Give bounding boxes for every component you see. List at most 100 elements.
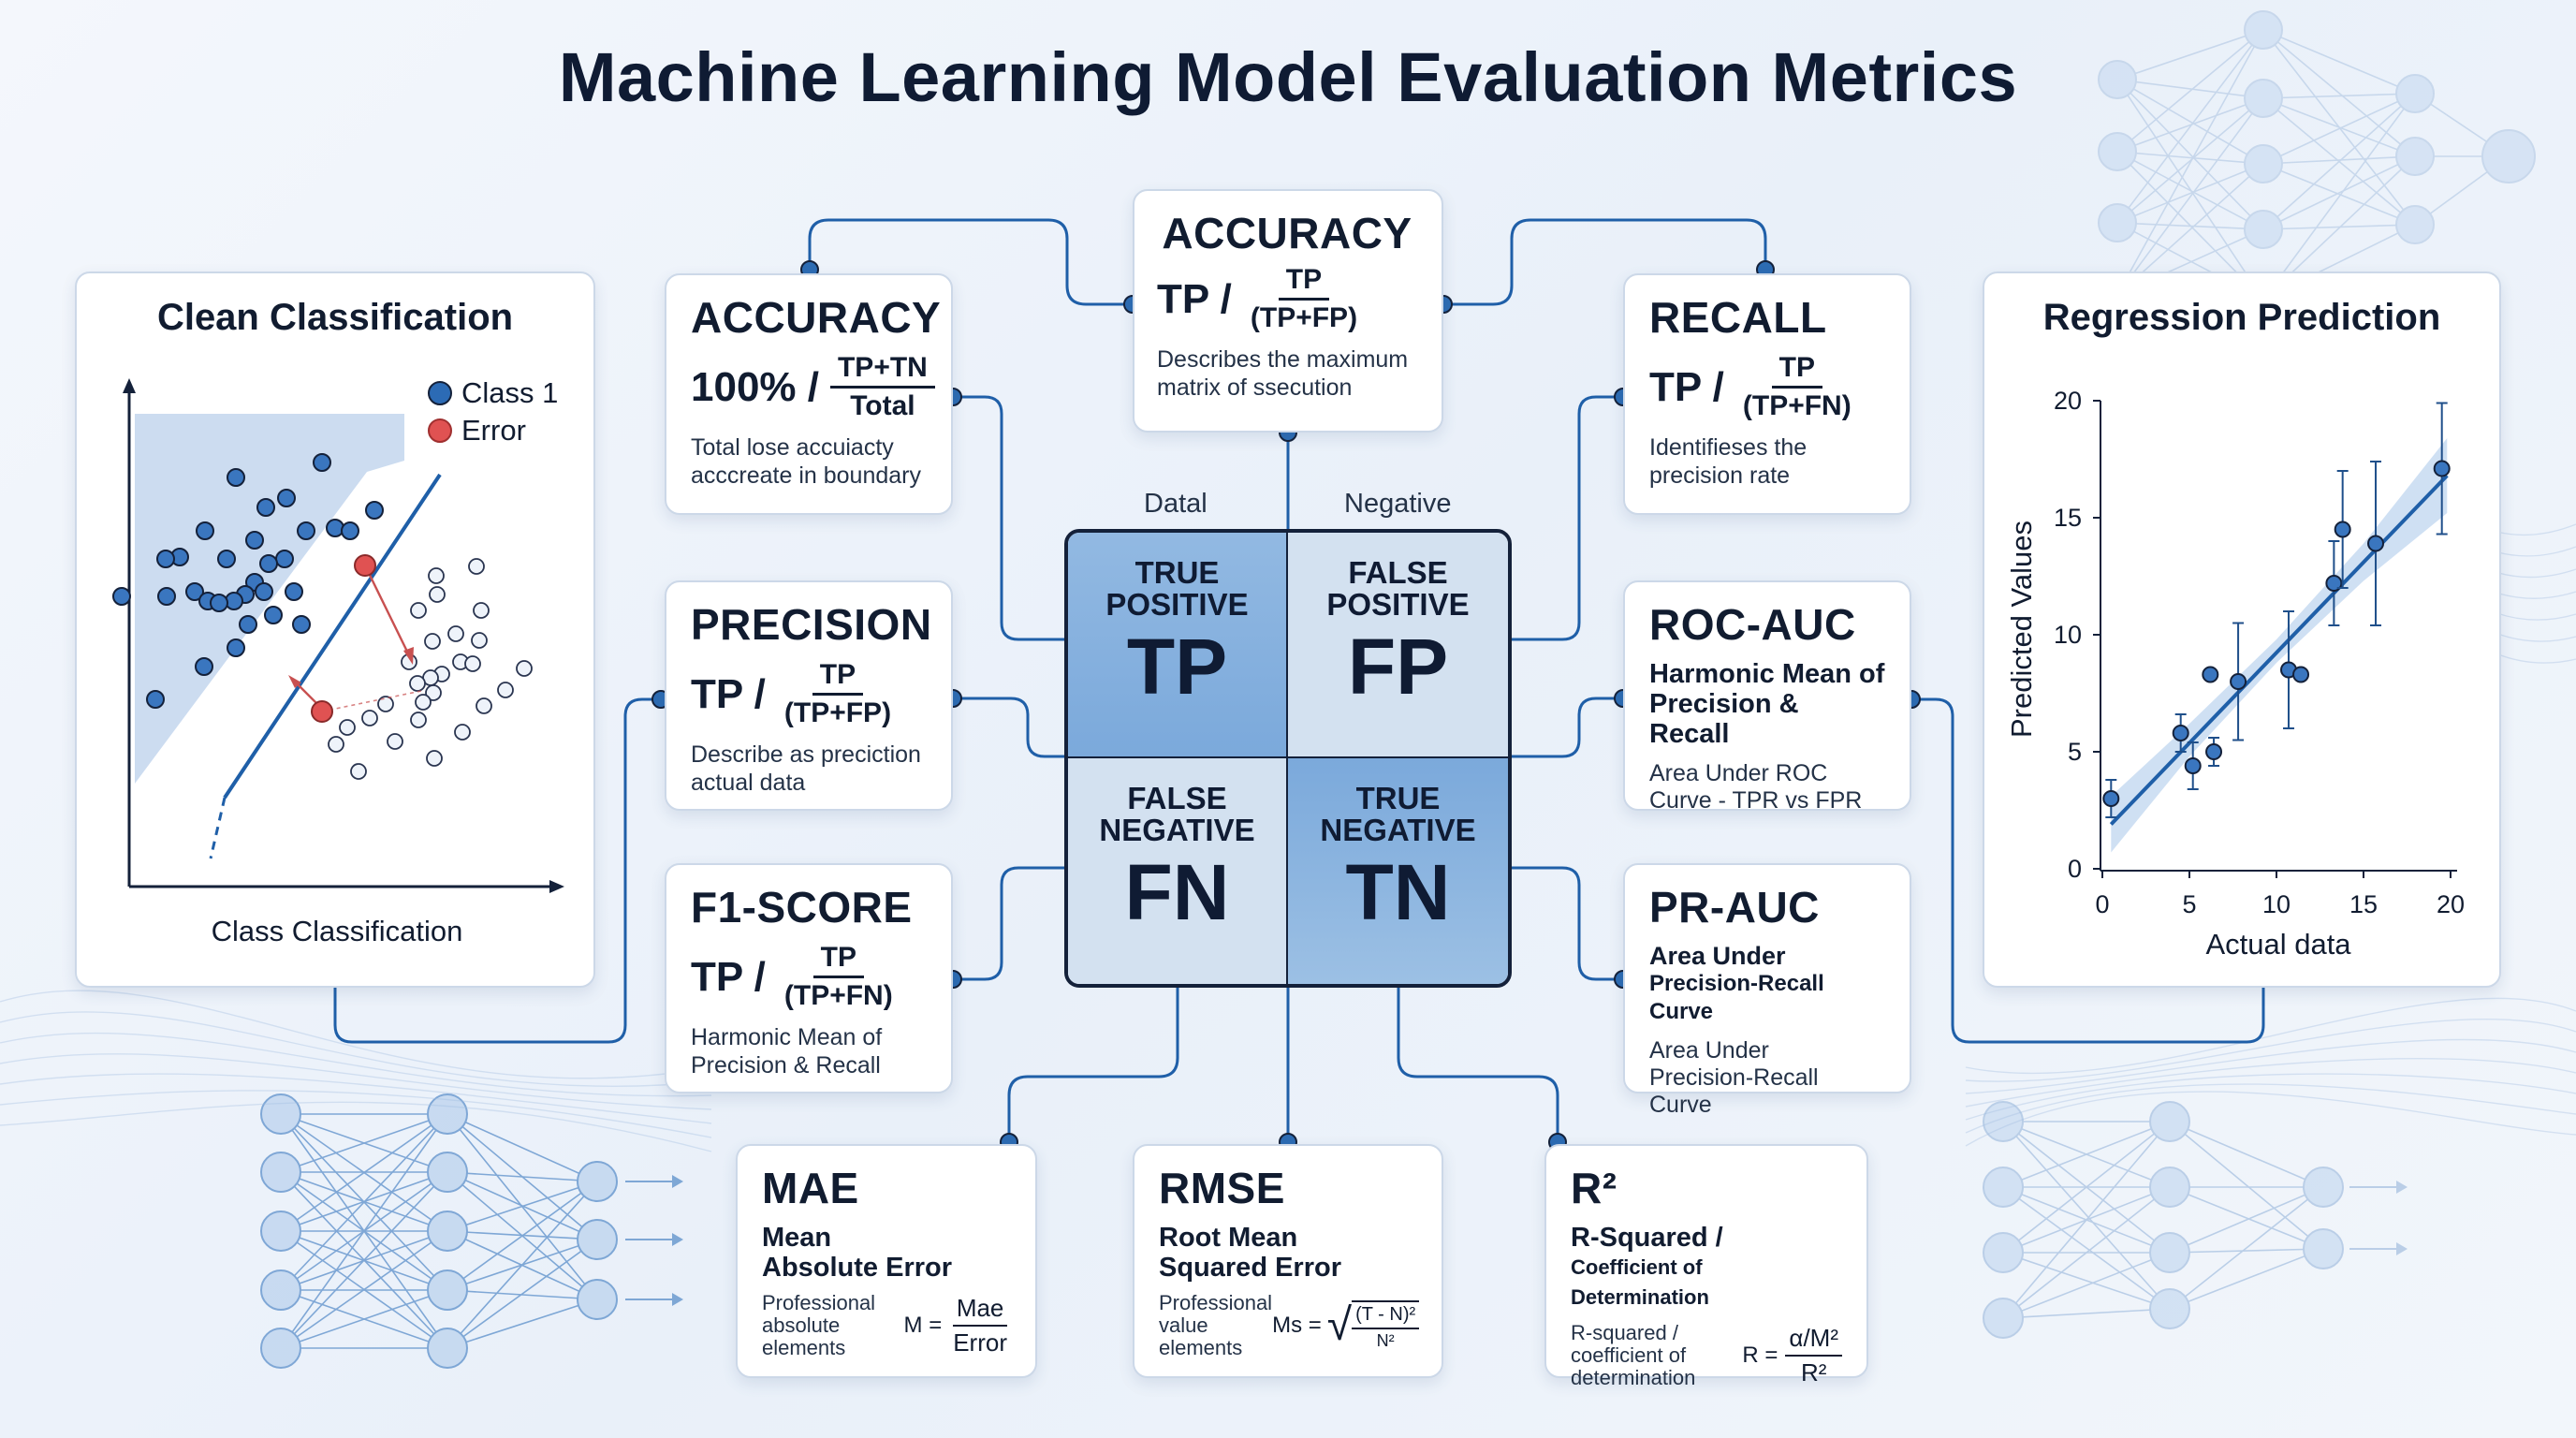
x-tick-label: 0 bbox=[2095, 890, 2109, 918]
f1-score-title: F1-SCORE bbox=[691, 883, 913, 932]
network-node bbox=[577, 1219, 618, 1260]
accuracy-desc-line: acccreate in boundary bbox=[691, 462, 921, 489]
network-node bbox=[577, 1279, 618, 1320]
network-edge bbox=[2116, 79, 2264, 230]
network-edge bbox=[280, 1113, 448, 1232]
network-edge bbox=[2116, 222, 2264, 230]
cell-label-line: TRUE bbox=[1355, 781, 1441, 815]
network-node bbox=[2244, 10, 2283, 50]
cell-label-line: TRUE bbox=[1134, 555, 1220, 590]
rmse-card[interactable]: RMSE Root Mean Squared Error Professiona… bbox=[1133, 1144, 1443, 1378]
wave-line bbox=[0, 1053, 712, 1110]
f1-score-fraction: TP (TP+FN) bbox=[777, 942, 900, 1012]
pr-auc-card[interactable]: PR-AUC Area Under Precision-Recall Curve… bbox=[1623, 863, 1911, 1118]
network-edge bbox=[446, 1181, 598, 1291]
network-node bbox=[2098, 60, 2137, 99]
top-accuracy-formula-lhs: TP / bbox=[1157, 275, 1232, 322]
accuracy-title: ACCURACY bbox=[691, 293, 942, 342]
network-edge bbox=[2116, 151, 2264, 165]
top-accuracy-fraction: TP (TP+FP) bbox=[1243, 264, 1365, 334]
network-edge bbox=[2116, 97, 2264, 296]
f1-score-desc-line: Harmonic Mean of bbox=[691, 1024, 883, 1050]
wave-line bbox=[1965, 1058, 2576, 1108]
accuracy-formula-lhs: 100% / bbox=[691, 363, 819, 410]
wave-line bbox=[1965, 1073, 2576, 1121]
network-edge bbox=[2116, 97, 2264, 153]
error-point bbox=[311, 700, 333, 723]
legend-class-1-marker bbox=[428, 381, 452, 405]
mae-formula-lhs: M = bbox=[903, 1313, 943, 1338]
r-squared-card[interactable]: R² R-Squared / Coefficient of Determinat… bbox=[1544, 1144, 1868, 1389]
top-accuracy-description: Describes the maximum matrix of ssecutio… bbox=[1157, 345, 1417, 402]
class-2-point bbox=[361, 710, 378, 726]
class-1-point bbox=[156, 550, 175, 568]
r-squared-formula-row: R-squared / coefficient of determination… bbox=[1571, 1322, 1842, 1389]
network-edge bbox=[2262, 93, 2416, 165]
network-edge bbox=[446, 1181, 598, 1349]
recall-card[interactable]: RECALL TP / TP (TP+FN) Identifieses the … bbox=[1623, 273, 1911, 515]
roc-auc-card[interactable]: ROC-AUC Harmonic Mean of Precision & Rec… bbox=[1623, 580, 1911, 814]
rmse-formula: Ms = √ (T - N)² N² bbox=[1272, 1300, 1420, 1351]
rmse-desc-line: Professional bbox=[1159, 1291, 1273, 1314]
pr-auc-subtitle-line: Area Under bbox=[1649, 942, 1786, 970]
neural-network-decoration bbox=[1983, 1101, 2408, 1339]
precision-denominator: (TP+FP) bbox=[783, 697, 892, 728]
class-1-point bbox=[195, 657, 213, 676]
top-accuracy-card[interactable]: ACCURACY TP / TP (TP+FP) Describes the m… bbox=[1133, 189, 1443, 433]
f1-score-denominator: (TP+FN) bbox=[783, 980, 893, 1011]
f1-score-card[interactable]: F1-SCORE TP / TP (TP+FN) Harmonic Mean o… bbox=[665, 863, 953, 1093]
network-edge bbox=[2002, 1308, 2171, 1319]
x-axis-arrow-icon bbox=[549, 880, 564, 893]
class-1-point bbox=[341, 521, 359, 540]
class-2-point bbox=[415, 694, 432, 711]
precision-desc-line: Describe as preciction bbox=[691, 741, 921, 768]
y-tick-label: 5 bbox=[2068, 738, 2082, 766]
rmse-desc-line: value bbox=[1159, 1313, 1208, 1337]
precision-numerator: TP bbox=[812, 659, 864, 696]
network-edge bbox=[2414, 155, 2510, 226]
rmse-title: RMSE bbox=[1159, 1164, 1285, 1212]
decision-boundary bbox=[223, 473, 442, 800]
class-1-point bbox=[239, 615, 257, 634]
f1-score-desc-line: Precision & Recall bbox=[691, 1052, 881, 1078]
class-1-point bbox=[217, 550, 236, 568]
network-edge bbox=[2262, 93, 2416, 301]
network-edge bbox=[2169, 1186, 2324, 1254]
r-squared-subtitle-line: R-Squared / bbox=[1571, 1223, 1723, 1253]
class-1-point bbox=[146, 690, 165, 709]
network-edge bbox=[280, 1171, 448, 1349]
class-2-point bbox=[387, 733, 403, 750]
class-2-point bbox=[468, 558, 485, 575]
class-1-point bbox=[157, 587, 176, 606]
mae-desc-line: elements bbox=[762, 1336, 846, 1359]
cell-abbr: TN bbox=[1345, 848, 1451, 936]
network-edge bbox=[2262, 29, 2416, 95]
mae-card[interactable]: MAE Mean Absolute Error Professional abs… bbox=[736, 1144, 1037, 1378]
classification-scatter-plot bbox=[112, 378, 564, 893]
accuracy-desc-line: Total lose accuiacty bbox=[691, 434, 894, 461]
network-edge bbox=[446, 1113, 598, 1182]
wave-line bbox=[0, 1011, 712, 1088]
y-tick-label: 15 bbox=[2054, 504, 2082, 532]
error-arrow-head-icon bbox=[288, 675, 301, 688]
regression-point bbox=[2205, 743, 2223, 760]
network-node bbox=[2395, 205, 2435, 244]
network-edge bbox=[2002, 1186, 2171, 1319]
roc-auc-subtitle-line: Precision & Recall bbox=[1649, 689, 1799, 749]
network-node bbox=[260, 1093, 301, 1135]
network-node bbox=[2395, 137, 2435, 176]
network-edge bbox=[2169, 1248, 2324, 1254]
network-edge bbox=[2116, 79, 2264, 301]
network-edge bbox=[2262, 97, 2416, 226]
regression-point bbox=[2202, 666, 2219, 683]
network-node bbox=[2303, 1228, 2344, 1269]
accuracy-card[interactable]: ACCURACY 100% / TP+TN Total Total lose a… bbox=[665, 273, 953, 515]
precision-card[interactable]: PRECISION TP / TP (TP+FP) Describe as pr… bbox=[665, 580, 953, 811]
rmse-denominator: N² bbox=[1376, 1331, 1395, 1350]
classification-panel-title: Clean Classification bbox=[156, 297, 514, 338]
